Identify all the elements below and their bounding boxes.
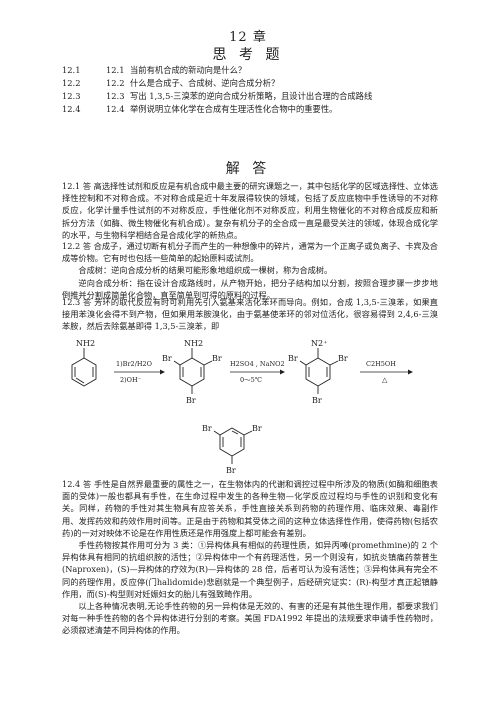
br-label: Br bbox=[288, 354, 298, 363]
step2-reagent: H2SO4 , NaNO2 bbox=[230, 360, 285, 368]
int1-top: NH2 bbox=[184, 339, 203, 348]
br-label: Br bbox=[162, 354, 172, 363]
question-number: 12.1 bbox=[62, 65, 81, 75]
answer-12-2: 12.2 答 合成子，通过切断有机分子而产生的一种想像中的碎片，通常为一个正离子… bbox=[62, 240, 438, 301]
sm-label: NH2 bbox=[76, 339, 95, 348]
question-subnumber: 12.1 bbox=[106, 65, 125, 75]
answers-title: 解 答 bbox=[225, 161, 271, 177]
question-item: 12.3 12.3 写出 1,3,5-三溴苯的逆向合成分析策略，且设计出合理的合… bbox=[62, 90, 462, 103]
answer-paragraph: 12.4 答 手性是自然界最重要的属性之一，在生物体内的代谢和调控过程中所涉及的… bbox=[62, 479, 438, 538]
answer-paragraph: 合成树：逆向合成分析的结果可能形象地组织成一棵树，称为合成树。 bbox=[78, 265, 333, 276]
question-subnumber: 12.4 bbox=[106, 104, 125, 114]
answer-paragraph: 逆向合成分析：指在设计合成路线时，从产物开始，把分子结构加以分割，按照合理步骤一… bbox=[62, 277, 438, 300]
step1-reagent2: 2)OH⁻ bbox=[120, 376, 141, 384]
tribromobenzene-structure bbox=[213, 427, 253, 464]
question-item: 12.4 12.4 举例说明立体化学在合成有生理活性化合物中的重要性。 bbox=[62, 103, 462, 116]
question-text: 举例说明立体化学在合成有生理活性化合物中的重要性。 bbox=[130, 104, 338, 114]
arrow-head bbox=[160, 369, 165, 375]
question-item: 12.2 12.2 什么是合成子、合成树、逆向合成分析？ bbox=[62, 77, 462, 90]
question-text: 什么是合成子、合成树、逆向合成分析？ bbox=[130, 78, 280, 88]
answer-paragraph: 以上各种情况表明,无论手性药物的另一异构体是无效的、有害的还是有其他生理作用，都… bbox=[62, 601, 438, 636]
arrow-head bbox=[280, 369, 285, 375]
chapter-heading: 12 章 bbox=[229, 30, 267, 45]
answer-paragraph: 12.1 答 高选择性试剂和反应是有机合成中最主要的研究课题之一，其中包括化学的… bbox=[62, 181, 438, 240]
questions-title: 思 考 题 bbox=[212, 47, 284, 63]
question-text: 写出 1,3,5-三溴苯的逆向合成分析策略，且设计出合理的合成路线 bbox=[130, 91, 373, 101]
int2-top: N2⁺ bbox=[311, 339, 327, 348]
answer-12-4: 12.4 答 手性是自然界最重要的属性之一，在生物体内的代谢和调控过程中所涉及的… bbox=[62, 478, 438, 637]
br-label: Br bbox=[338, 354, 348, 363]
answer-12-3: 12.3 答 芳环的取代反应有时可利用先引入氨基来活化苯环而导向。例如，合成 1… bbox=[62, 296, 438, 333]
question-subnumber: 12.2 bbox=[106, 78, 125, 88]
tribromoaniline-structure bbox=[173, 348, 213, 394]
diazonium-structure bbox=[299, 348, 339, 394]
br-label: Br bbox=[186, 396, 196, 405]
br-label: Br bbox=[252, 424, 262, 433]
question-text: 当前有机合成的新动向是什么？ bbox=[130, 65, 247, 75]
step3-cond: △ bbox=[382, 376, 388, 384]
question-subnumber: 12.3 bbox=[106, 91, 125, 101]
step2-cond: 0～5℃ bbox=[240, 376, 262, 384]
question-number: 12.3 bbox=[62, 91, 81, 101]
arrow-head bbox=[408, 369, 413, 375]
step1-reagent: 1)Br2/H2O bbox=[116, 360, 152, 368]
br-label: Br bbox=[312, 396, 322, 405]
br-label: Br bbox=[202, 424, 212, 433]
answer-paragraph: 12.3 答 芳环的取代反应有时可利用先引入氨基来活化苯环而导向。例如，合成 1… bbox=[62, 297, 438, 332]
step3-reagent: C2H5OH bbox=[366, 360, 396, 368]
reaction-scheme: NH2 1)Br2/H2O 2)OH⁻ NH2 Br Br Br H2SO4 ,… bbox=[71, 339, 413, 475]
answer-12-1: 12.1 答 高选择性试剂和反应是有机合成中最主要的研究课题之一，其中包括化学的… bbox=[62, 180, 438, 241]
question-number: 12.4 bbox=[62, 104, 81, 114]
question-number: 12.2 bbox=[62, 78, 81, 88]
br-label: Br bbox=[212, 354, 222, 363]
question-item: 12.1 12.1 当前有机合成的新动向是什么？ bbox=[62, 64, 462, 77]
questions-list: 12.1 12.1 当前有机合成的新动向是什么？ 12.2 12.2 什么是合成… bbox=[62, 64, 462, 116]
aniline-structure bbox=[71, 348, 97, 387]
answer-paragraph: 12.2 答 合成子，通过切断有机分子而产生的一种想像中的碎片，通常为一个正离子… bbox=[62, 241, 438, 264]
br-label: Br bbox=[226, 466, 236, 475]
answer-paragraph: 手性药物按其作用可分为 3 类：①异构体具有相似的药理性质，如异丙嗪(prome… bbox=[62, 540, 438, 599]
